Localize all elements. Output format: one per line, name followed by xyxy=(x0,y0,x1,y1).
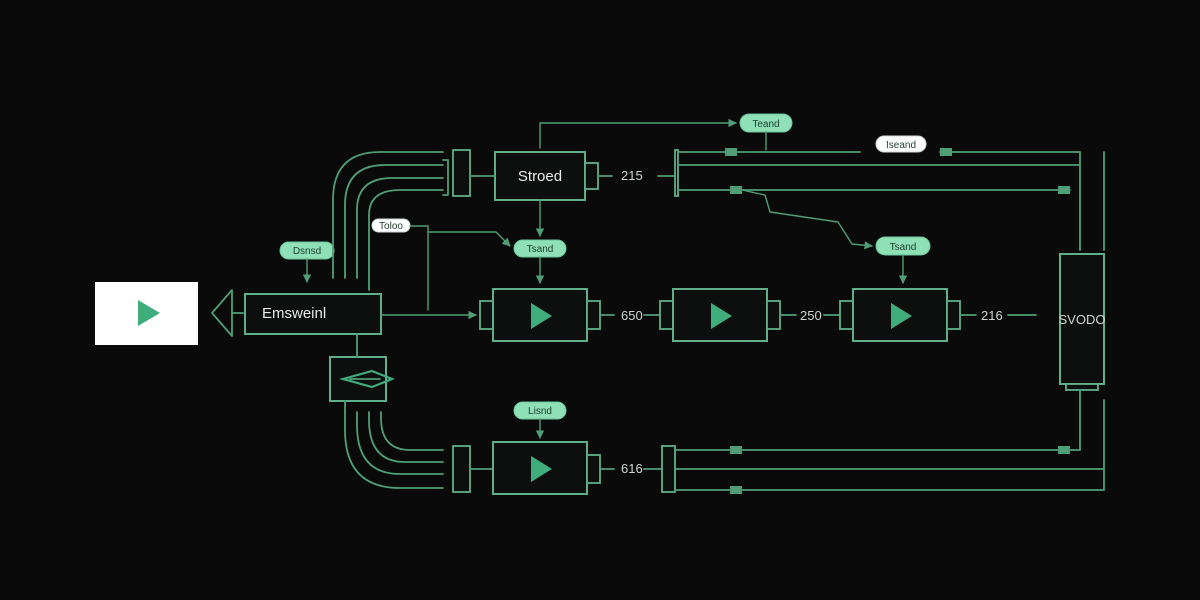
output-node: SVODO xyxy=(1059,253,1106,391)
output-label: SVODO xyxy=(1059,312,1106,327)
encoder-label: Emsweinl xyxy=(262,305,326,322)
number-bottom: 616 xyxy=(621,461,643,476)
stored-label: Stroed xyxy=(518,168,562,185)
stored-node: Stroed 215 xyxy=(469,151,676,201)
arrow-icon xyxy=(338,369,395,389)
svg-text:Lisnd: Lisnd xyxy=(528,406,552,417)
number-top: 215 xyxy=(621,168,643,183)
play-icon xyxy=(891,303,912,329)
svg-text:Toloo: Toloo xyxy=(379,221,403,232)
encoder-node: Emsweinl xyxy=(244,293,395,413)
pill-mid-upper: Tsand xyxy=(513,239,567,258)
pill-white-mid: Toloo xyxy=(371,218,411,233)
lower-bundle xyxy=(344,411,471,493)
pill-top-mid: Teand xyxy=(739,113,793,133)
number-mid3: 216 xyxy=(981,308,1003,323)
upper-bundle xyxy=(332,149,471,291)
play-icon xyxy=(531,303,552,329)
play-icon xyxy=(138,300,160,326)
middle-row: 650 250 216 xyxy=(380,288,1037,342)
svg-text:Teand: Teand xyxy=(752,119,779,130)
number-mid1: 650 xyxy=(621,308,643,323)
pill-top-right-white: Iseand xyxy=(875,135,927,153)
play-icon xyxy=(531,456,552,482)
source-node xyxy=(95,282,198,345)
svg-text:Iseand: Iseand xyxy=(886,140,916,151)
pill-bottom-mid: Lisnd xyxy=(513,401,567,420)
pill-left: Dsnsd xyxy=(279,241,335,260)
source-connector xyxy=(211,289,244,337)
top-right-routing xyxy=(674,148,1105,251)
bottom-row: 616 xyxy=(469,389,1105,495)
svg-text:Tsand: Tsand xyxy=(527,244,554,255)
play-icon xyxy=(711,303,732,329)
svg-text:Dsnsd: Dsnsd xyxy=(293,246,321,257)
svg-text:Tsand: Tsand xyxy=(890,242,917,253)
pill-right-upper: Tsand xyxy=(875,236,931,256)
number-mid2: 250 xyxy=(800,308,822,323)
